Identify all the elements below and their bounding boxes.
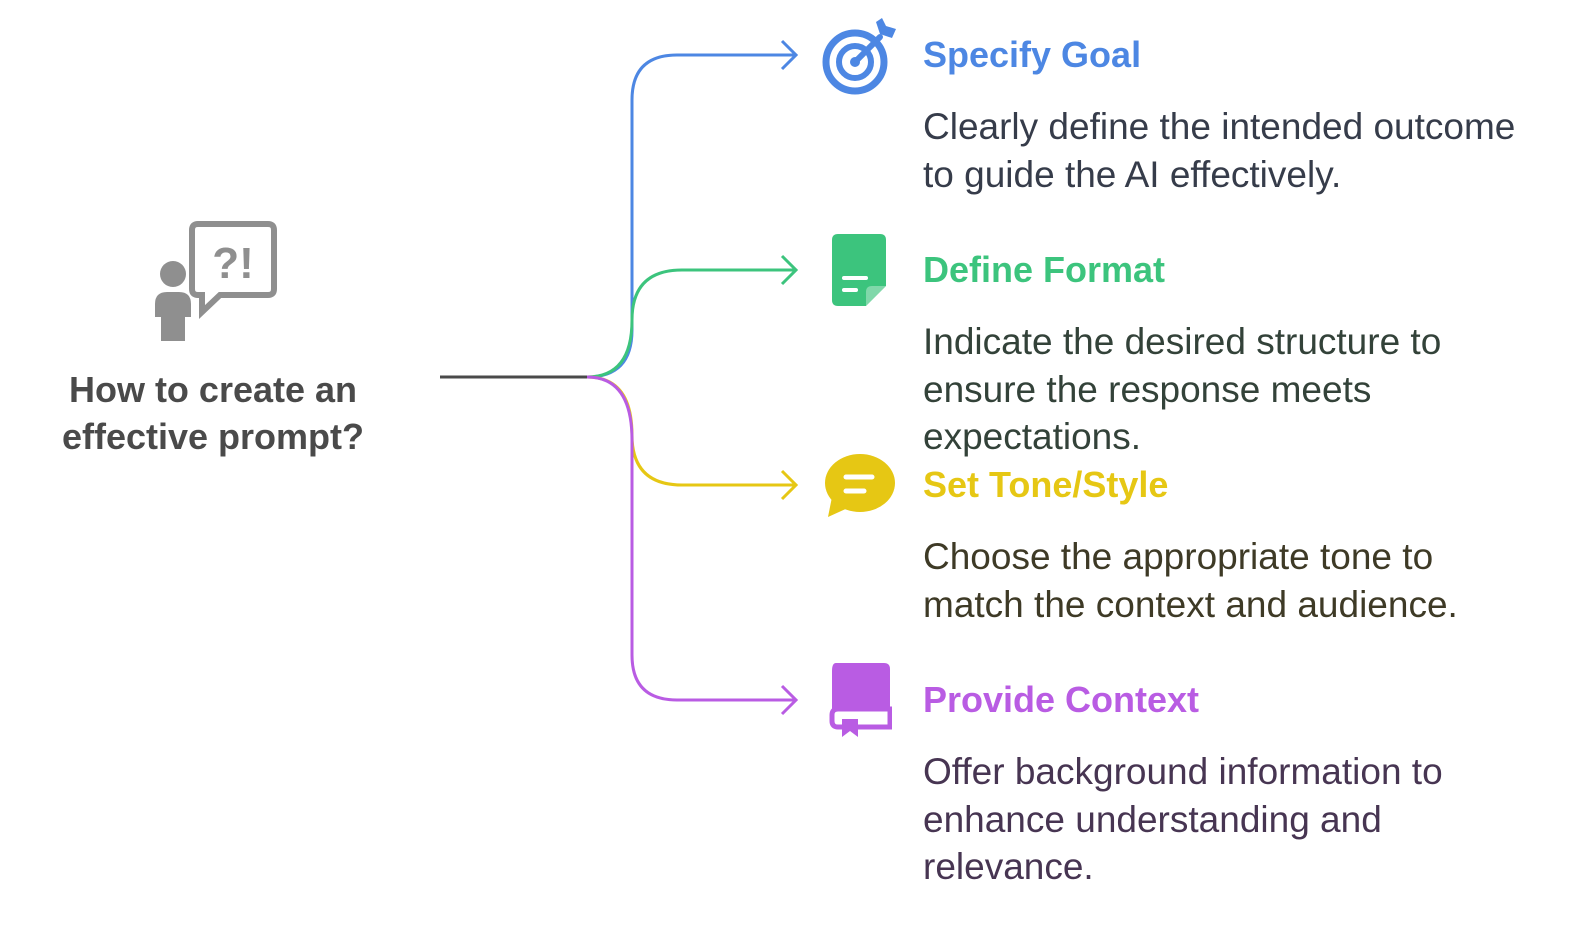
branch-description-specify-goal: Clearly define the intended outcome to g…: [923, 106, 1516, 195]
branch-title-specify-goal: Specify Goal: [923, 34, 1142, 75]
root-title: How to create an effective prompt?: [61, 369, 365, 457]
document-fold: [866, 286, 886, 306]
person-question-bubble-icon: ?!: [155, 221, 277, 341]
person-body: [155, 292, 191, 341]
target-icon: [822, 18, 896, 95]
target-dart-fletching: [876, 18, 896, 38]
document-format-icon: [832, 234, 886, 306]
branch-title-provide-context: Provide Context: [923, 679, 1200, 720]
branch-connector-provide-context: [586, 375, 796, 702]
arrowhead-define-format: [780, 254, 799, 286]
bubble-body: [825, 454, 895, 512]
arrowhead-provide-context: [780, 684, 799, 716]
book-pages: [829, 706, 892, 730]
branch-description-define-format: Indicate the desired structure to ensure…: [923, 321, 1442, 457]
target-dart: [854, 34, 883, 63]
speech-bubble-icon: [825, 454, 895, 517]
book-cover: [832, 663, 890, 717]
branch-description-set-tone: Choose the appropriate tone to match the…: [923, 536, 1458, 625]
branch-connector-specify-goal: [586, 53, 796, 379]
bubble-tail: [828, 497, 850, 517]
branch-connector-define-format: [586, 268, 796, 379]
book-icon: [829, 663, 892, 737]
arrowhead-set-tone: [780, 469, 799, 501]
branch-title-define-format: Define Format: [923, 249, 1166, 290]
bubble-glyph: ?!: [212, 239, 254, 288]
document-letter: [860, 246, 874, 266]
book-bookmark: [842, 719, 858, 737]
person-head: [160, 261, 186, 287]
bubble-outline: [189, 221, 277, 319]
document-page: [832, 234, 886, 306]
target-outer-ring: [822, 29, 888, 95]
arrowhead-specify-goal: [780, 39, 799, 71]
branch-description-provide-context: Offer background information to enhance …: [923, 751, 1443, 887]
branch-connector-set-tone: [586, 375, 796, 487]
branch-title-set-tone: Set Tone/Style: [923, 464, 1169, 505]
target-inner-ring: [836, 43, 874, 81]
